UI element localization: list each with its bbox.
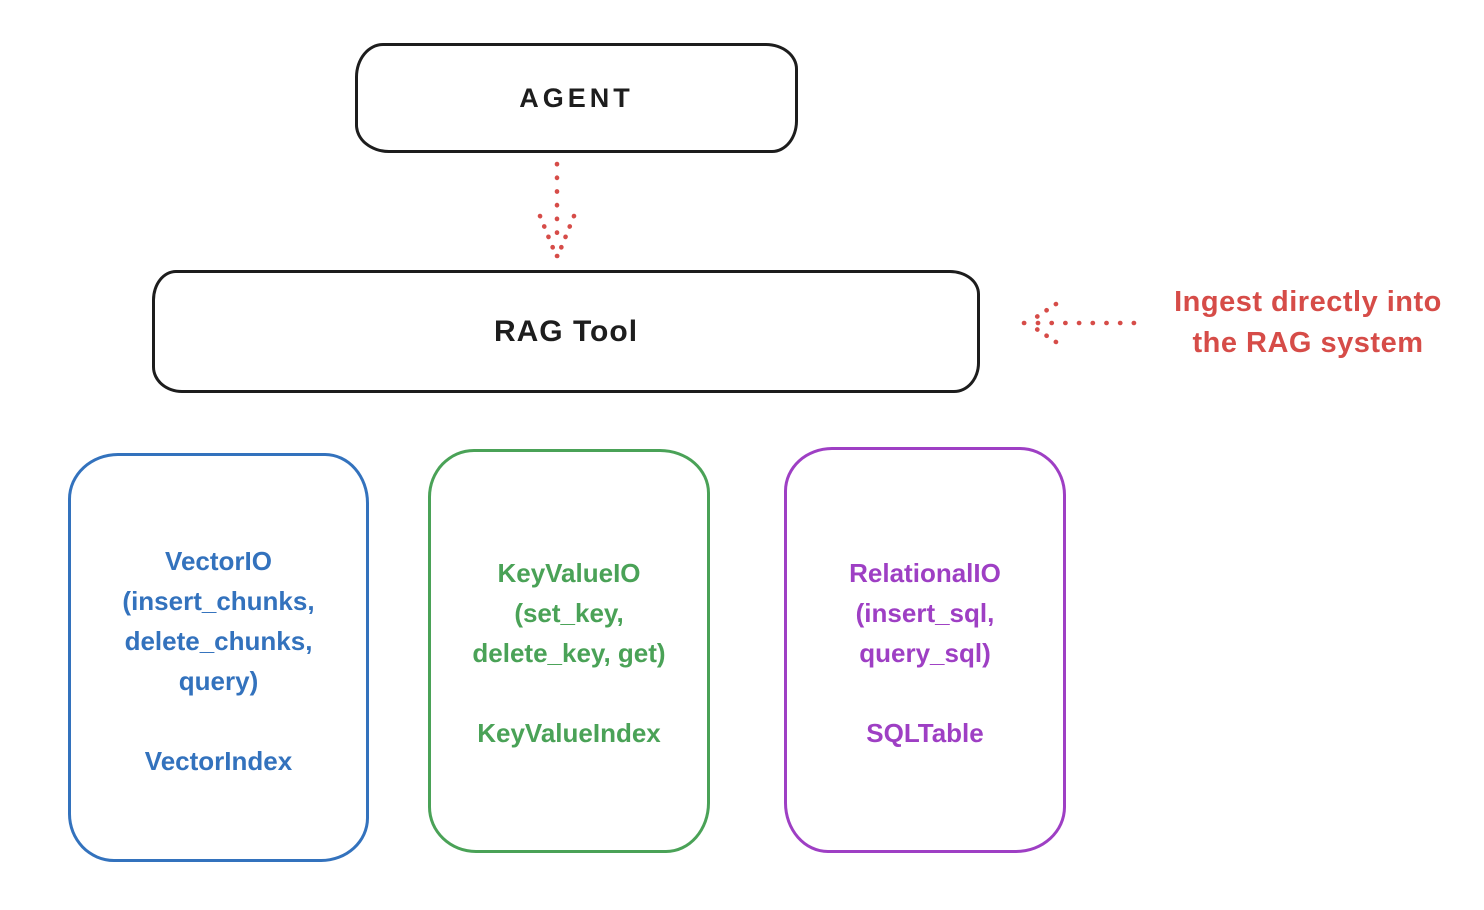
module-title: RelationalIO [849,558,1001,588]
ingest-annotation-line-2: the RAG system [1192,327,1424,359]
module-params-line: (set_key, [514,598,624,628]
module-params-line: delete_chunks, [124,626,313,656]
vector-io-text: VectorIO (insert_chunks, delete_chunks, … [71,541,366,781]
module-params-line: query_sql) [859,638,991,668]
agent-to-rag-dotted-arrow-icon [537,161,577,259]
ingest-dotted-arrow-icon [1021,301,1137,345]
relational-io-node: RelationalIO (insert_sql, query_sql) SQL… [784,447,1066,853]
agent-label: AGENT [519,82,634,113]
module-index-label: SQLTable [866,718,984,748]
module-index-label: VectorIndex [144,746,293,776]
module-params-line: (insert_sql, [855,598,995,628]
ingest-annotation: Ingest directly into the RAG system [1140,282,1476,364]
agent-node: AGENT [355,43,798,153]
module-params-line: (insert_chunks, [122,586,315,616]
module-index-label: KeyValueIndex [477,718,661,748]
module-params-line: delete_key, get) [472,638,666,668]
rag-tool-node: RAG Tool [152,270,980,393]
module-title: VectorIO [165,546,272,576]
relational-io-text: RelationalIO (insert_sql, query_sql) SQL… [787,553,1063,753]
rag-tool-label: RAG Tool [493,314,639,348]
ingest-annotation-line-1: Ingest directly into [1174,286,1442,318]
key-value-io-text: KeyValueIO (set_key, delete_key, get) Ke… [431,553,707,753]
vector-io-node: VectorIO (insert_chunks, delete_chunks, … [68,453,369,862]
key-value-io-node: KeyValueIO (set_key, delete_key, get) Ke… [428,449,710,853]
module-title: KeyValueIO [497,558,641,588]
module-params-line: query) [178,666,259,696]
